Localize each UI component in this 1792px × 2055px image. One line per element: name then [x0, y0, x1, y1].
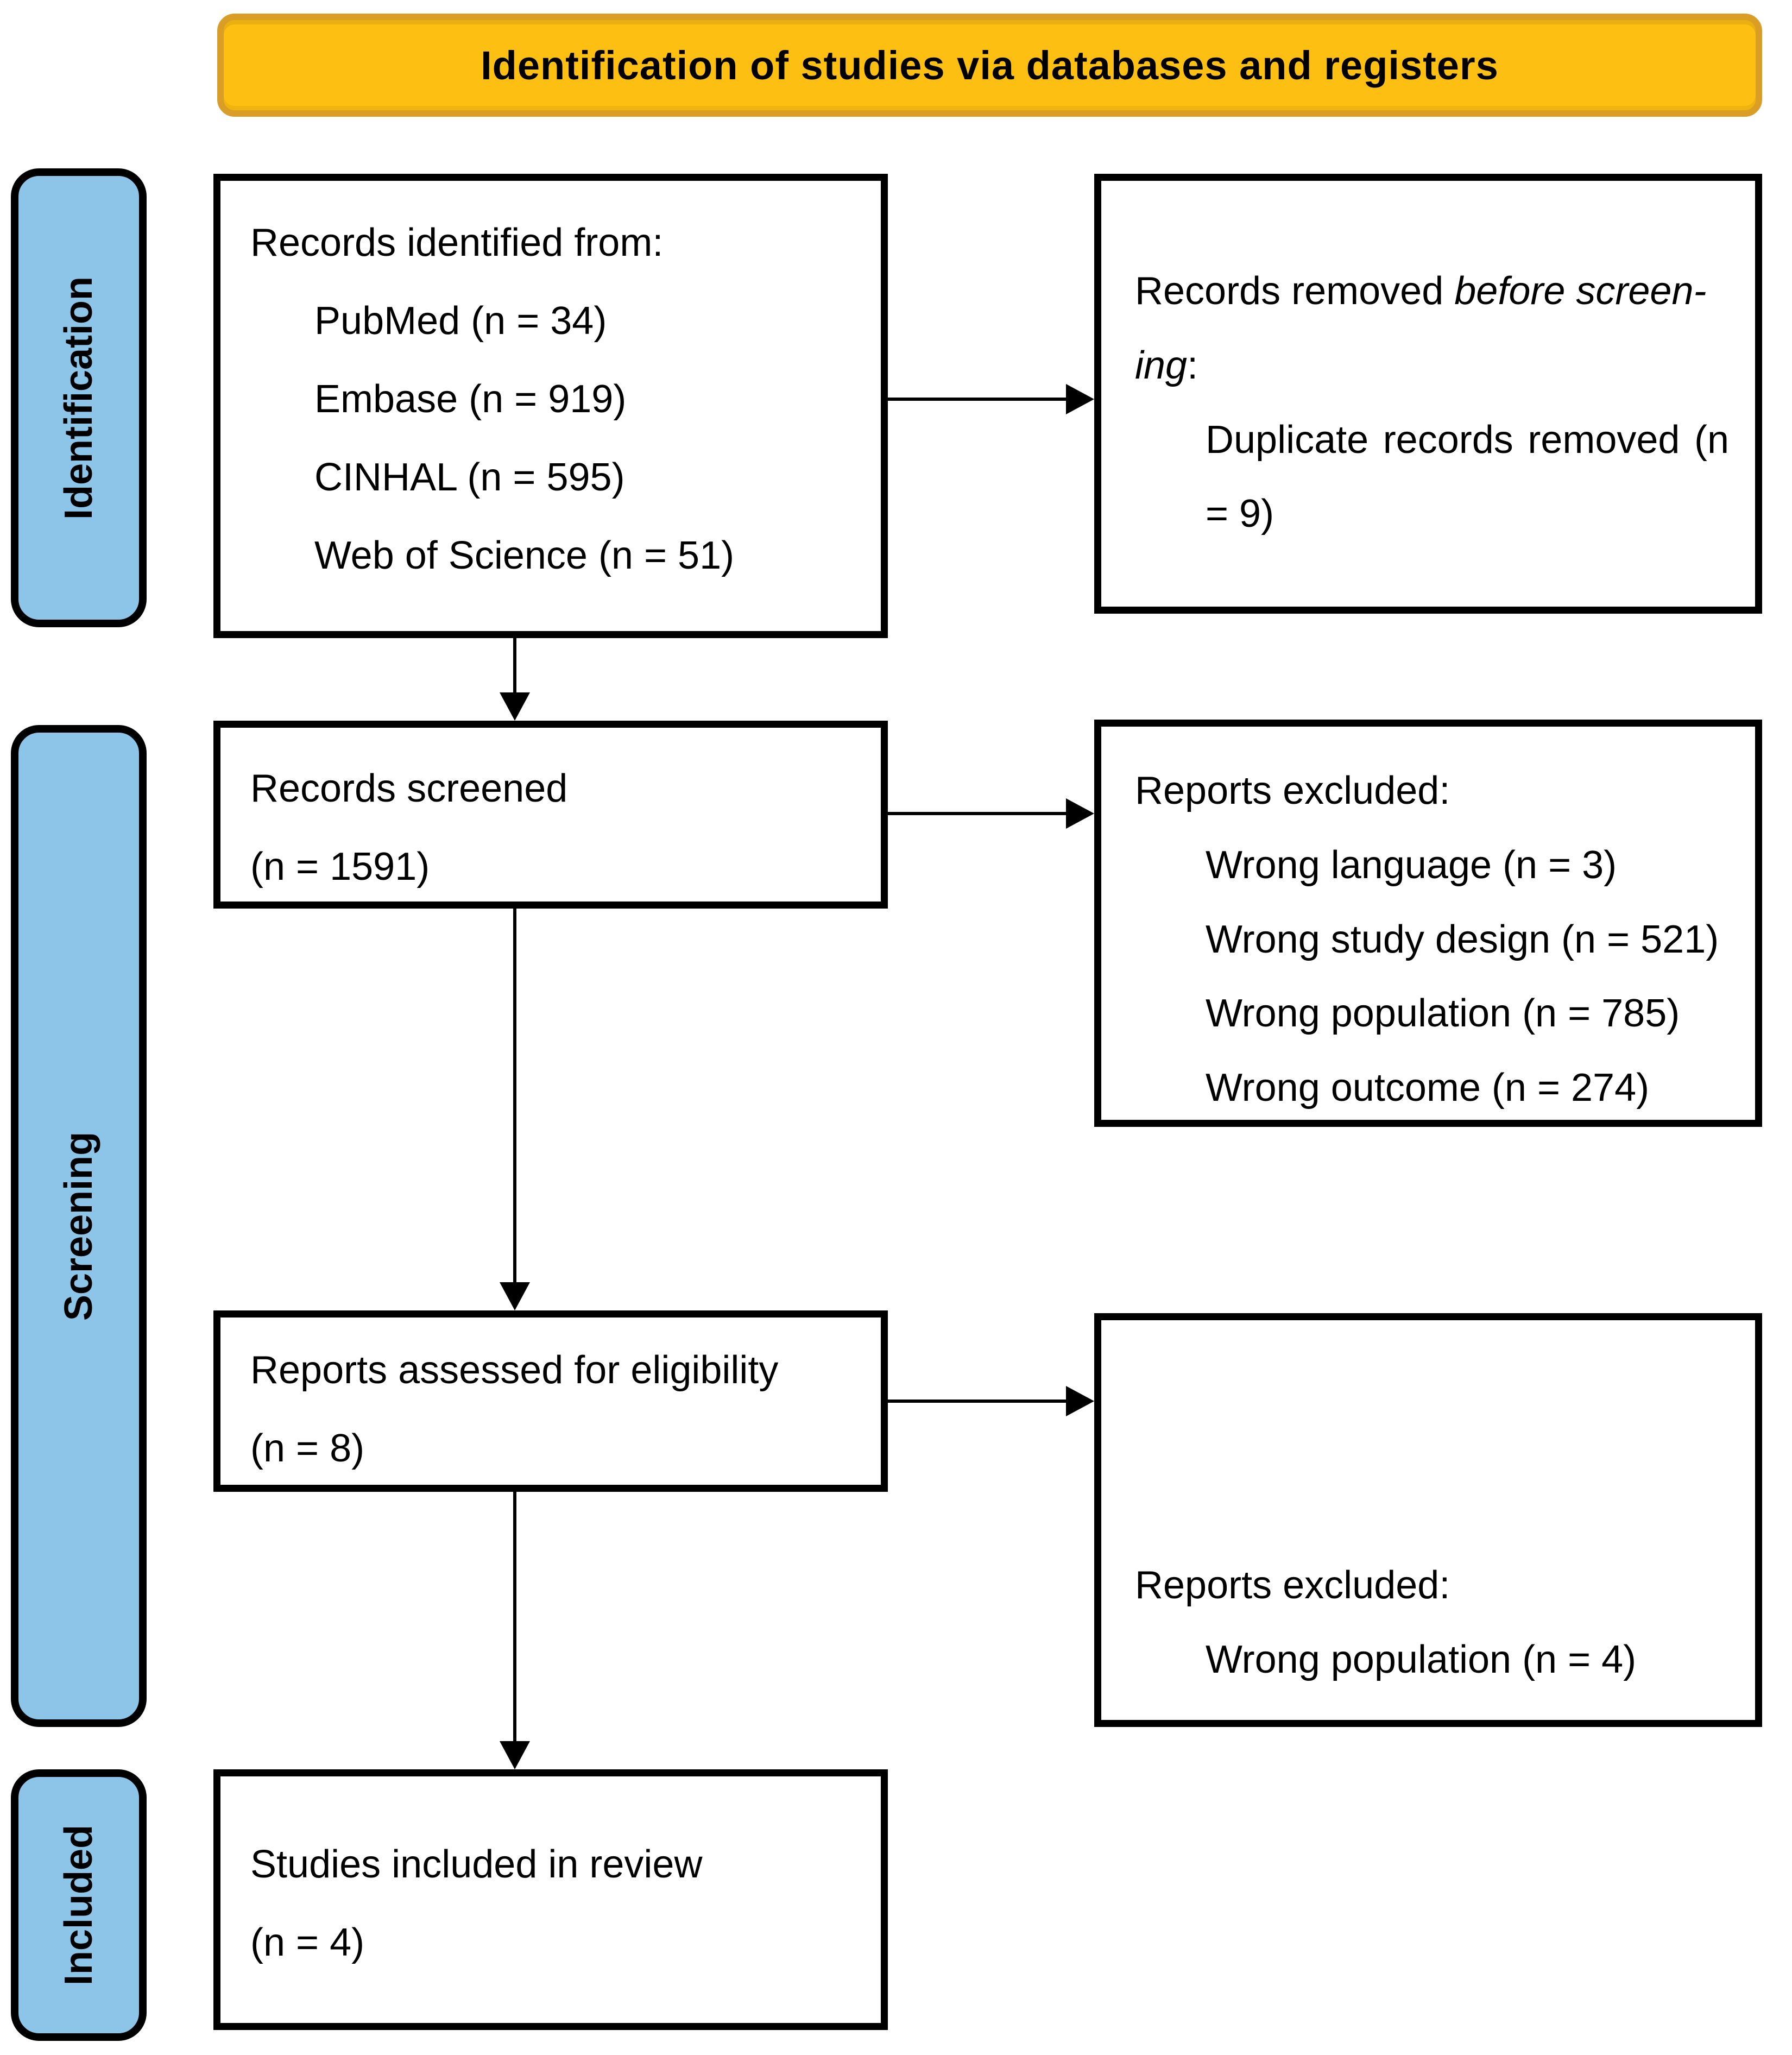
box-item-duplicates-removed: Duplicate records removed (n = 9) [1206, 418, 1729, 536]
box-title: Records identified from: [250, 221, 664, 264]
box-title: Reports excluded: [1135, 769, 1450, 812]
box-records-screened: Records screened (n = 1591) [213, 721, 888, 909]
box-count: (n = 1591) [250, 845, 430, 888]
box-count: (n = 4) [250, 1921, 365, 1964]
box-records-removed-before-screening: Records removed before screen- ing: Dupl… [1094, 174, 1762, 614]
box-item-pubmed: PubMed (n = 34) [314, 299, 607, 343]
stage-label-text: Included [57, 1824, 101, 1986]
box-item-wrong-language: Wrong language (n = 3) [1206, 843, 1617, 887]
box-reports-excluded-eligibility: Reports excluded: Wrong population (n = … [1094, 1313, 1762, 1727]
box-title: Studies included in review [250, 1843, 703, 1886]
box-title: Records removed before screen- ing: [1135, 254, 1729, 403]
box-item-web-of-science: Web of Science (n = 51) [314, 534, 735, 577]
arrow-right-head-icon [1066, 1386, 1094, 1416]
arrow-screened-to-assessed-line [513, 909, 516, 1282]
box-item-wrong-study-design: Wrong study design (n = 521) [1206, 917, 1719, 961]
box-studies-included: Studies included in review (n = 4) [213, 1769, 888, 2030]
diagram-title-banner: Identification of studies via databases … [217, 14, 1762, 117]
stage-label-screening: Screening [11, 725, 147, 1727]
box-title-italic: before screen- [1454, 269, 1707, 313]
box-item-wrong-population: Wrong population (n = 785) [1206, 992, 1680, 1036]
stage-label-identification: Identification [11, 168, 147, 627]
arrow-assessed-to-included-line [513, 1492, 516, 1741]
arrow-down-head-icon [500, 1741, 530, 1769]
arrow-right-head-icon [1066, 798, 1094, 829]
box-item-cinhal: CINHAL (n = 595) [314, 456, 625, 499]
box-title: Reports excluded: [1135, 1564, 1450, 1607]
stage-label-text: Identification [57, 276, 100, 520]
arrow-assessed-to-excluded-line [888, 1400, 1066, 1403]
box-count: (n = 8) [250, 1427, 365, 1470]
stage-label-text: Screening [57, 1131, 100, 1321]
box-reports-assessed: Reports assessed for eligibility (n = 8) [213, 1310, 888, 1492]
arrow-screened-to-excluded-line [888, 812, 1066, 815]
box-title: Reports assessed for eligibility [250, 1348, 779, 1392]
box-title-italic: ing [1135, 343, 1188, 387]
box-title-regular: : [1187, 343, 1198, 387]
box-item-embase: Embase (n = 919) [314, 377, 627, 421]
box-title-regular: Records removed [1135, 269, 1455, 313]
stage-label-included: Included [11, 1769, 147, 2041]
arrow-down-head-icon [500, 1282, 530, 1310]
box-item-wrong-population: Wrong population (n = 4) [1206, 1637, 1637, 1681]
box-reports-excluded-screening: Reports excluded: Wrong language (n = 3)… [1094, 720, 1762, 1127]
diagram-title: Identification of studies via databases … [481, 42, 1499, 88]
arrow-identified-to-screened-line [513, 638, 516, 692]
arrow-down-head-icon [500, 692, 530, 721]
arrow-right-head-icon [1066, 384, 1094, 414]
arrow-identified-to-removed-line [888, 398, 1066, 401]
box-item-wrong-outcome: Wrong outcome (n = 274) [1206, 1066, 1650, 1110]
box-records-identified: Records identified from: PubMed (n = 34)… [213, 174, 888, 638]
box-title: Records screened [250, 767, 568, 810]
